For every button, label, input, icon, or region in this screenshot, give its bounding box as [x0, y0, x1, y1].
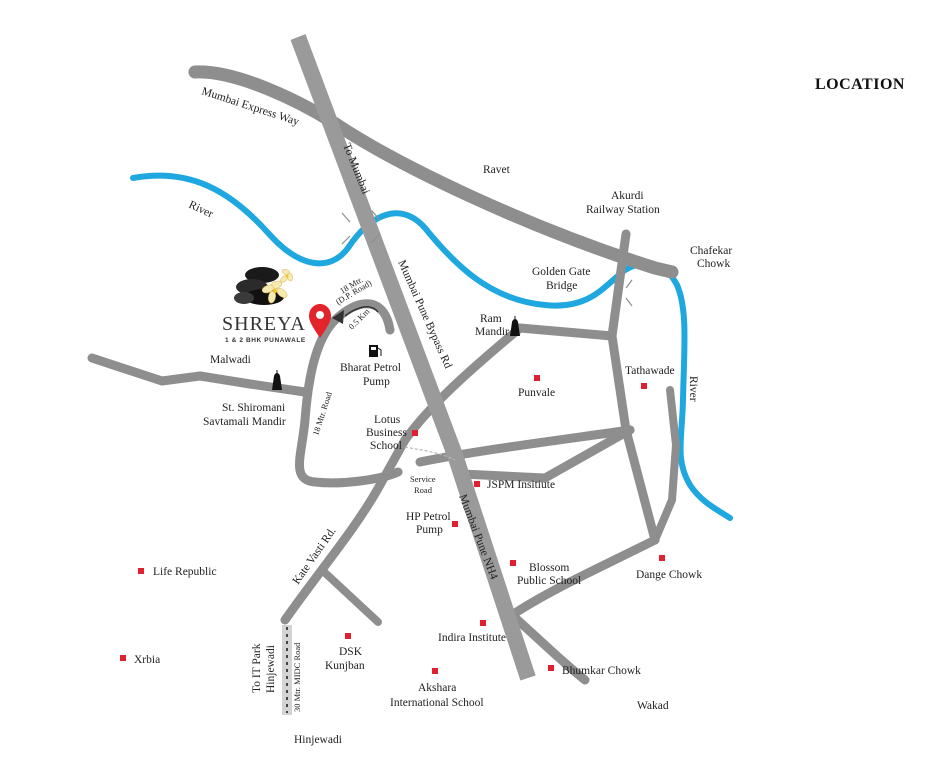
map-pin-icon	[309, 304, 331, 338]
direction-arrow-line	[344, 306, 379, 317]
project-name: SHREYA	[222, 313, 306, 335]
marker-dange	[659, 555, 665, 561]
road-kate-vasti	[280, 323, 525, 625]
label-to-it-park-2: Hinjewadi	[265, 645, 277, 693]
label-hinjewadi: Hinjewadi	[294, 734, 342, 746]
label-jspm: JSPM Insitiute	[487, 479, 555, 491]
label-st-shiromani-1: St. Shiromani	[222, 402, 285, 414]
road-lotus-tathawade	[415, 425, 635, 467]
bridge-marks	[341, 210, 633, 309]
marker-indira	[480, 620, 486, 626]
label-bhumkar: Bhumkar Chowk	[562, 665, 641, 677]
label-akurdi-2: Railway Station	[586, 204, 660, 216]
label-bharat-1: Bharat Petrol	[340, 362, 401, 374]
label-punvale: Punvale	[518, 387, 555, 399]
marker-jspm	[474, 481, 480, 487]
label-golden-gate-1: Golden Gate	[532, 266, 590, 278]
fuel-pump-icon	[369, 345, 382, 357]
label-chafekar-2: Chowk	[697, 258, 730, 270]
road-malwadi	[87, 353, 310, 397]
label-malwadi: Malwadi	[210, 354, 251, 366]
marker-tathawade	[641, 383, 647, 389]
label-ram-mandir-1: Ram	[480, 313, 502, 325]
marker-hp-petrol	[452, 521, 458, 527]
road-tathawade-dange	[651, 386, 680, 544]
project-tagline: 1 & 2 BHK PUNAWALE	[225, 337, 306, 344]
road-mumbai-express-way	[188, 65, 679, 279]
marker-punvale	[534, 375, 540, 381]
label-to-it-park-1: To IT Park	[251, 643, 263, 693]
marker-dsk	[345, 633, 351, 639]
road-dp-loop	[295, 299, 403, 488]
label-ram-mandir-2: Mandir	[475, 326, 509, 338]
label-wakad: Wakad	[637, 700, 669, 712]
label-dange: Dange Chowk	[636, 569, 702, 581]
label-ravet: Ravet	[483, 164, 511, 176]
label-life-republic: Life Republic	[153, 566, 217, 578]
label-blossom-1: Blossom	[529, 562, 569, 574]
label-dsk-1: DSK	[339, 646, 363, 658]
label-service-road-2: Road	[414, 485, 433, 495]
label-river-left: River	[187, 199, 215, 221]
label-st-shiromani-2: Savtamali Mandir	[203, 416, 286, 428]
label-hp-1: HP Petrol	[406, 511, 451, 523]
temple-icon	[510, 316, 520, 336]
label-lotus-1: Lotus	[374, 414, 401, 426]
label-bharat-2: Pump	[363, 376, 390, 388]
marker-blossom	[510, 560, 516, 566]
marker-xrbia	[120, 655, 126, 661]
marker-bhumkar	[548, 665, 554, 671]
road-dsk	[318, 566, 382, 626]
label-mtr-road: 18 Mtr. Road	[310, 390, 334, 437]
service-road	[404, 446, 456, 461]
label-midc-road: 30 Mtr. MIDC Road	[292, 642, 302, 712]
label-indira: Indira Institute	[438, 632, 506, 644]
road-akurdi	[607, 229, 660, 545]
label-chafekar-1: Chafekar	[690, 245, 732, 257]
label-dsk-2: Kunjban	[325, 660, 365, 672]
label-river-right: River	[687, 376, 699, 402]
label-hp-2: Pump	[416, 524, 443, 536]
label-xrbia: Xrbia	[134, 654, 160, 666]
label-lotus-3: School	[370, 440, 402, 452]
direction-arrow-icon	[332, 310, 344, 324]
marker-akshara	[432, 668, 438, 674]
label-service-road-1: Service	[410, 474, 436, 484]
river	[130, 172, 733, 521]
label-blossom-2: Public School	[517, 575, 581, 587]
road-ram-mandir	[515, 323, 617, 341]
stones-flower-icon	[234, 267, 293, 305]
page-title: LOCATION	[815, 76, 905, 93]
road-mumbai-pune-highway	[290, 34, 536, 681]
label-akurdi-1: Akurdi	[611, 190, 644, 202]
shreya-logo: SHREYA 1 & 2 BHK PUNAWALE	[222, 267, 306, 344]
marker-lotus	[412, 430, 418, 436]
road-jspm	[457, 425, 635, 483]
label-akshara-1: Akshara	[418, 682, 456, 694]
label-tathawade: Tathawade	[625, 365, 675, 377]
label-lotus-2: Business	[366, 427, 407, 439]
label-golden-gate-2: Bridge	[546, 280, 577, 292]
marker-life-republic	[138, 568, 144, 574]
label-akshara-2: International School	[390, 697, 484, 709]
road-dange	[507, 535, 660, 685]
temple-icon	[272, 370, 282, 390]
